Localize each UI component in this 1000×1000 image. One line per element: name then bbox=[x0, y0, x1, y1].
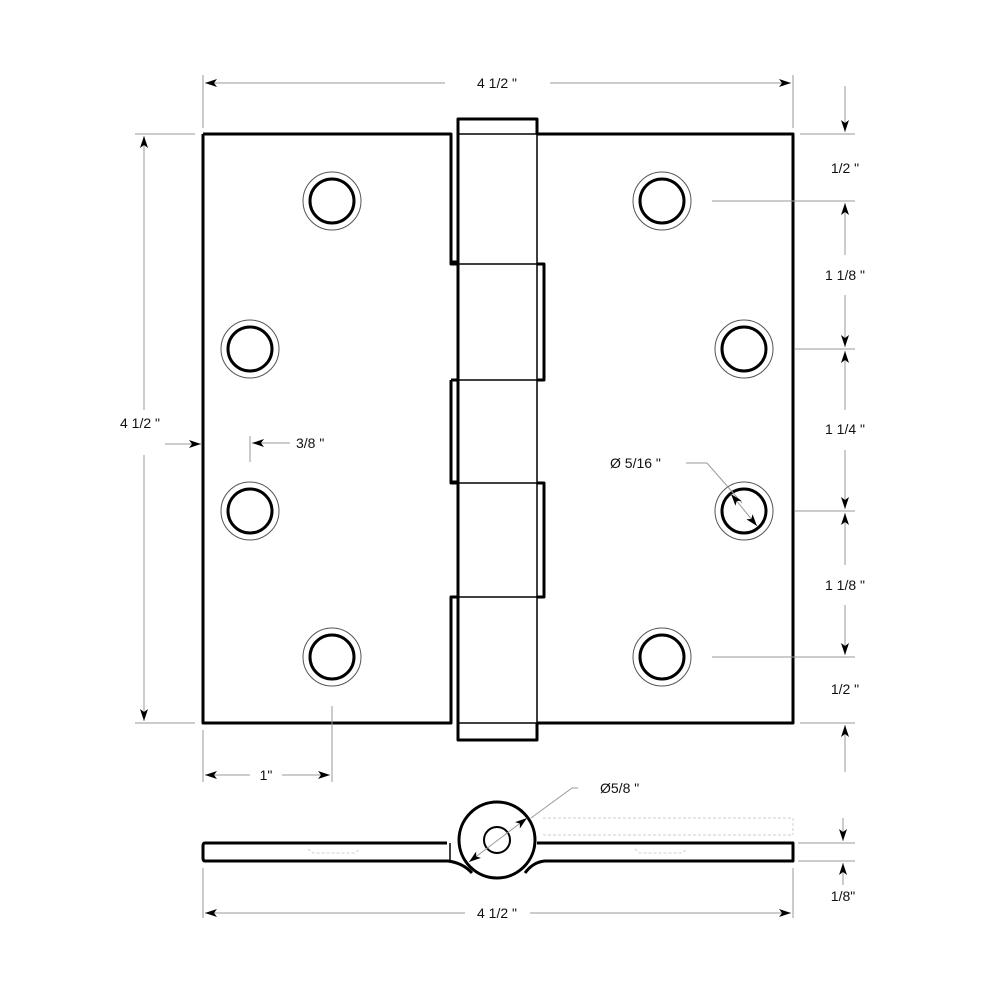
label-right-spacing-2: 1 1/4 " bbox=[825, 421, 865, 437]
front-view bbox=[201, 117, 795, 742]
knuckle-circle bbox=[457, 800, 537, 880]
hole-left-1 bbox=[302, 171, 362, 231]
hole-right-1 bbox=[632, 171, 692, 231]
side-right-leaf bbox=[523, 841, 795, 874]
pin-circle bbox=[483, 826, 511, 854]
label-overall-width-bottom: 4 1/2 " bbox=[477, 905, 517, 921]
right-leaf bbox=[537, 132, 795, 725]
label-right-spacing-3: 1 1/8 " bbox=[825, 577, 865, 593]
dimension-labels: 4 1/2 " 4 1/2 " 1/2 " 1 1/8 " 1 1/4 " 1 … bbox=[120, 75, 865, 921]
dimension-lines bbox=[135, 75, 855, 782]
label-overall-height: 4 1/2 " bbox=[120, 415, 160, 431]
hole-left-3 bbox=[220, 481, 280, 541]
hole-right-3 bbox=[714, 481, 774, 541]
label-hole-from-edge: 1" bbox=[260, 767, 273, 783]
label-right-bottom-margin: 1/2 " bbox=[831, 681, 859, 697]
hole-right-2 bbox=[714, 319, 774, 379]
side-dimension-lines bbox=[202, 787, 855, 918]
label-leaf-thickness: 1/8" bbox=[831, 888, 855, 904]
side-left-leaf bbox=[201, 841, 474, 875]
label-right-top-margin: 1/2 " bbox=[831, 160, 859, 176]
label-right-spacing-1: 1 1/8 " bbox=[825, 267, 865, 283]
label-knuckle-diameter: Ø5/8 " bbox=[600, 780, 639, 796]
knuckle-barrel bbox=[456, 117, 539, 742]
label-overall-width-top: 4 1/2 " bbox=[477, 75, 517, 91]
screw-holes bbox=[220, 171, 774, 687]
label-hole-edge-offset: 3/8 " bbox=[296, 435, 324, 451]
hole-right-4 bbox=[632, 627, 692, 687]
hole-left-2 bbox=[220, 319, 280, 379]
label-hole-diameter: Ø 5/16 " bbox=[610, 455, 661, 471]
hole-left-4 bbox=[302, 627, 362, 687]
